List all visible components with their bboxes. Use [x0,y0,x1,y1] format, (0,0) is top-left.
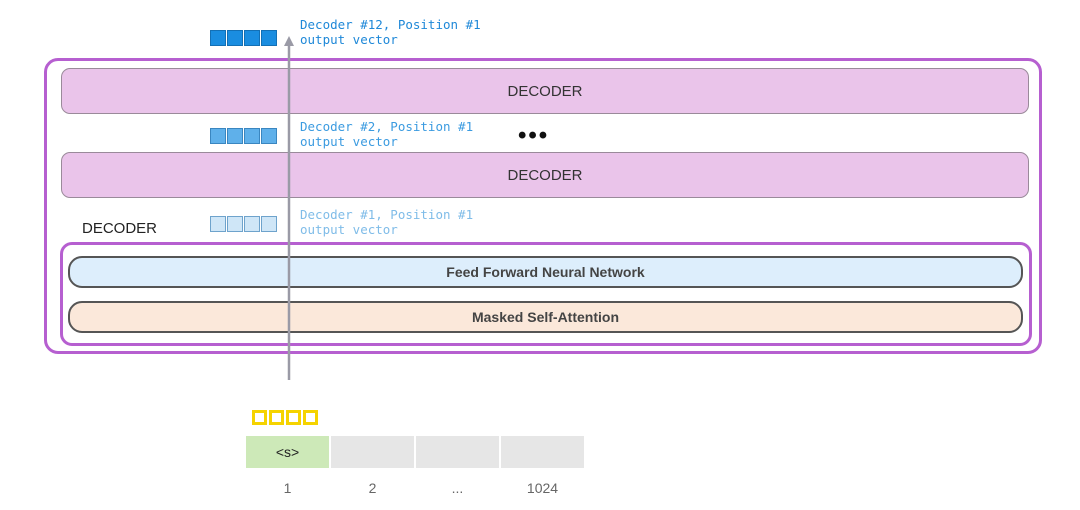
decoder2-output-vector [210,128,277,144]
decoder1-output-vector [210,216,277,232]
token-cell: <s> [246,436,329,468]
position-label: 1 [283,480,292,496]
decoder1-output-label: Decoder #1, Position #1 output vector [300,207,474,237]
token-cell [416,436,499,468]
position-label: 2 [368,480,377,496]
decoder-block-top: DECODER [61,68,1029,114]
decoder-block-middle: DECODER [61,152,1029,198]
decoder-block-middle-label: DECODER [507,166,583,184]
ellipsis: ••• [518,122,550,149]
decoder2-output-label: Decoder #2, Position #1 output vector [300,119,474,149]
position-label: ... [451,480,464,496]
feed-forward-layer: Feed Forward Neural Network [68,256,1023,288]
decoder-stack-frame [44,58,1042,354]
decoder-side-label: DECODER [82,220,158,237]
decoder12-output-label: Decoder #12, Position #1 output vector [300,17,481,47]
flow-arrow [284,36,294,380]
decoder-block-top-label: DECODER [507,82,583,100]
position-label: 1024 [526,480,559,496]
flow-arrow-head [284,36,294,46]
token-sequence: <s> [246,436,584,468]
masked-self-attention-label: Masked Self-Attention [471,309,619,325]
position-indices: 1 2 ... 1024 [246,480,584,496]
decoder-block-expanded [60,242,1032,346]
masked-self-attention-layer: Masked Self-Attention [68,301,1023,333]
decoder12-output-vector [210,30,277,46]
token-cell [501,436,584,468]
input-embedding-vector [250,408,320,427]
token-cell [331,436,414,468]
feed-forward-label: Feed Forward Neural Network [446,264,645,280]
